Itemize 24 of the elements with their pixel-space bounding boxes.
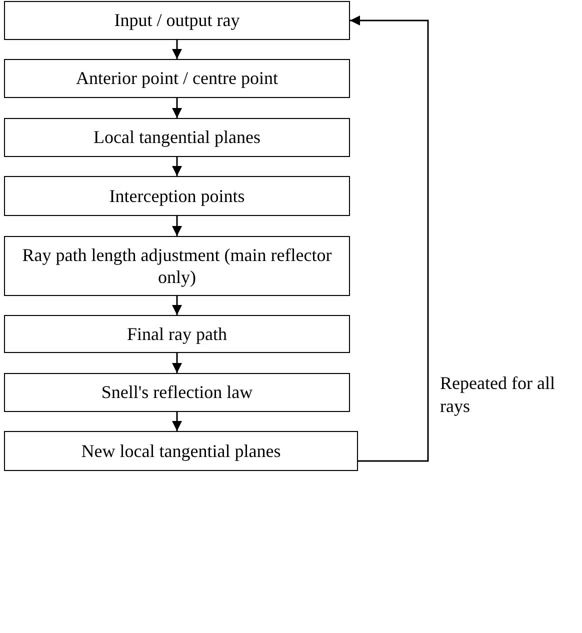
arrow: [172, 296, 182, 315]
process-box: [4, 1, 350, 40]
box-label: Local tangential planes: [94, 126, 260, 149]
box-label: Snell's reflection law: [101, 381, 253, 404]
process-box: [4, 176, 350, 216]
box-label: New local tangential planes: [81, 440, 281, 462]
process-box: [4, 431, 358, 471]
box-label: Input / output ray: [114, 9, 240, 32]
process-box: [4, 373, 350, 412]
process-box: [4, 236, 350, 296]
box-label: Anterior point / centre point: [76, 67, 278, 90]
box-label: Final ray path: [127, 322, 227, 346]
arrow: [172, 98, 182, 118]
process-box: [4, 59, 350, 98]
box-label: Interception points: [109, 184, 245, 208]
box-label: Ray path length adjustment (main reflector only): [21, 244, 333, 288]
arrow: [172, 412, 182, 431]
arrow: [350, 16, 429, 462]
process-box: [4, 315, 350, 353]
process-box: [4, 118, 350, 157]
arrow: [172, 353, 182, 373]
arrow: [172, 40, 182, 59]
arrow: [172, 216, 182, 236]
arrow: [172, 157, 182, 176]
